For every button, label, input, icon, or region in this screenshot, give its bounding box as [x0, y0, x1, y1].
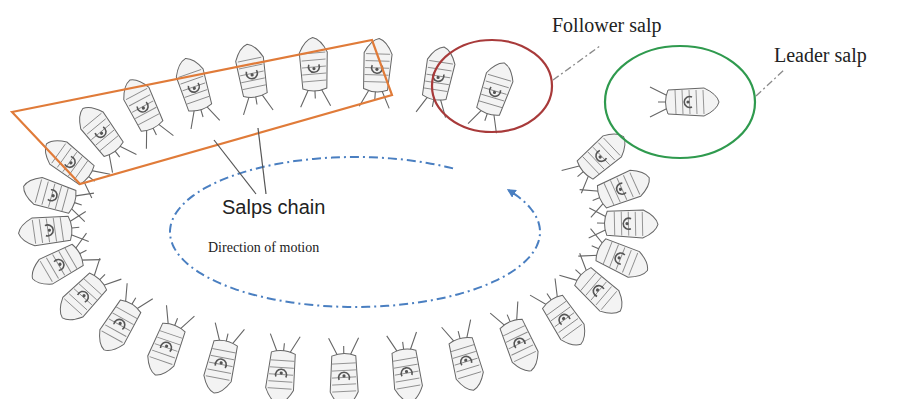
salp-figure: [199, 323, 244, 397]
salp-figure: [359, 37, 394, 108]
salp-figure: [589, 208, 659, 239]
salp-ring: [17, 37, 719, 399]
leader-line: [258, 128, 266, 194]
salp-figure: [171, 54, 220, 129]
salp-figure: [468, 58, 519, 133]
part-label: Salps chain: [222, 196, 325, 219]
salp-figure: [19, 172, 94, 222]
salp-figure: [232, 42, 273, 115]
salp-figure: [442, 320, 488, 394]
salp-figure: [263, 334, 300, 399]
salp-figure: [387, 332, 426, 399]
salp-figure: [141, 305, 194, 380]
salp-figure: [490, 301, 545, 376]
motion-label: Direction of motion: [208, 240, 319, 256]
salp-figure: [91, 283, 153, 358]
leader-circle: [605, 46, 755, 158]
motion-arrow: [170, 157, 540, 307]
salp-figure: [298, 37, 331, 107]
salp-figure: [650, 87, 719, 117]
callout-label: Leader salp: [774, 44, 867, 67]
callout-label: Follower salp: [552, 14, 661, 37]
follower-circle: [432, 40, 552, 132]
chain-highlight-box: [12, 40, 392, 184]
leader-line: [756, 70, 784, 96]
salp-figure: [329, 338, 360, 399]
salp-figure: [562, 125, 634, 193]
leader-line: [214, 140, 256, 194]
salp-figure: [17, 212, 89, 249]
leader-line: [553, 46, 600, 80]
